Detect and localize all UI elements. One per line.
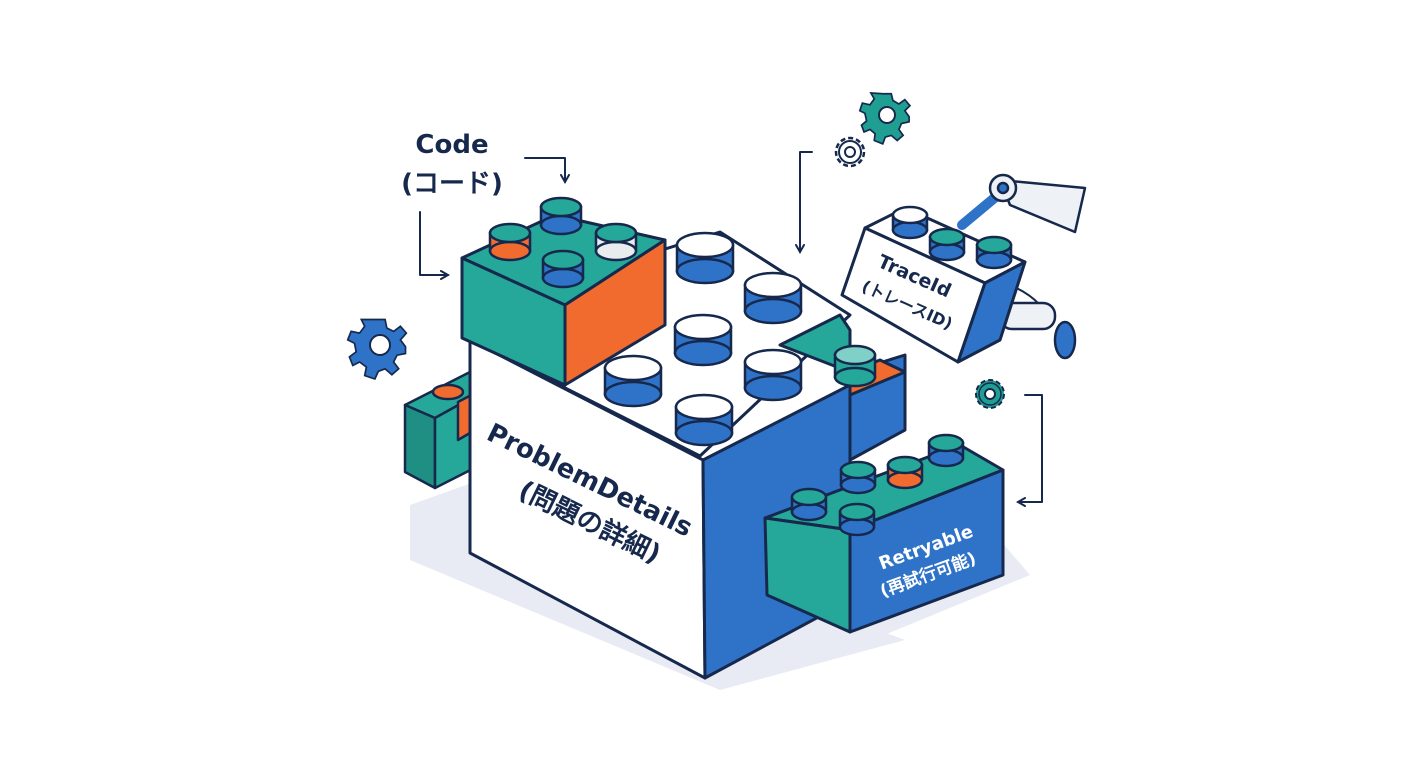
stud bbox=[539, 196, 583, 236]
stud bbox=[790, 487, 828, 522]
stud bbox=[675, 231, 735, 285]
gear-icon bbox=[834, 136, 866, 168]
stud bbox=[743, 348, 803, 402]
stud bbox=[603, 354, 663, 408]
stud bbox=[488, 222, 532, 262]
stud bbox=[838, 502, 876, 537]
stud bbox=[541, 249, 585, 289]
stud bbox=[743, 271, 803, 325]
retryable-brick-studs bbox=[790, 433, 965, 537]
stud bbox=[928, 227, 966, 262]
code-sublabel: (コード) bbox=[401, 169, 503, 199]
stud bbox=[886, 455, 924, 490]
robot-arm-icon bbox=[957, 173, 1087, 360]
gear-icon bbox=[858, 91, 912, 146]
gear-icon bbox=[346, 318, 408, 381]
stud bbox=[891, 205, 929, 240]
stud bbox=[839, 460, 877, 495]
stud bbox=[833, 344, 877, 388]
arrow-icon bbox=[419, 151, 1043, 502]
code-brick-studs bbox=[488, 196, 638, 289]
code-label: Code bbox=[415, 130, 488, 160]
stud bbox=[927, 433, 965, 468]
stud bbox=[673, 313, 733, 367]
stud bbox=[594, 222, 638, 262]
trace-id-brick-studs bbox=[891, 205, 1013, 270]
stud bbox=[975, 235, 1013, 270]
problem-details-studs bbox=[603, 231, 877, 447]
gear-icon bbox=[975, 379, 1005, 409]
stud bbox=[674, 393, 734, 447]
